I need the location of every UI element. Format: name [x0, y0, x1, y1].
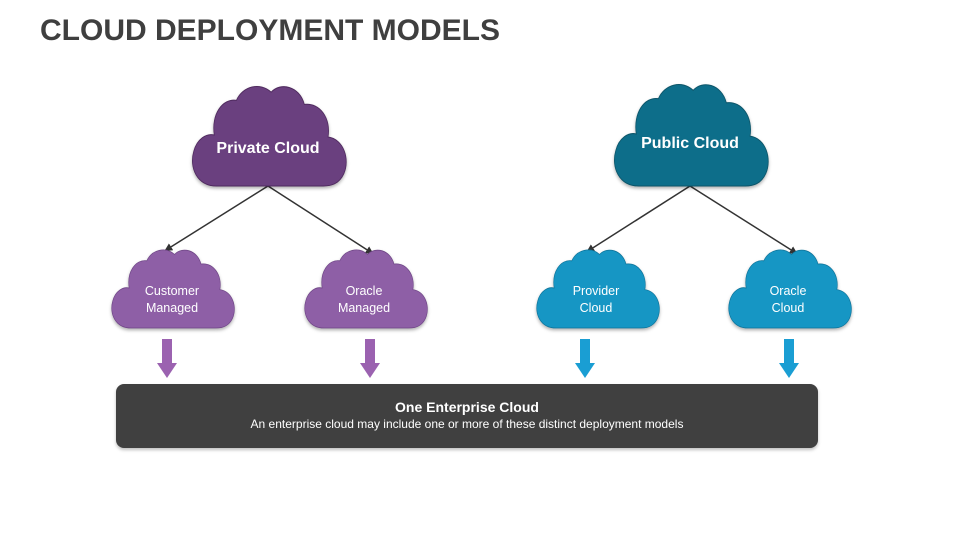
- private-cloud-node: [191, 85, 347, 187]
- customer-managed-line1: Customer: [145, 284, 199, 298]
- enterprise-cloud-subtitle: An enterprise cloud may include one or m…: [250, 417, 684, 431]
- oracle-cloud-line1: Oracle: [770, 284, 807, 298]
- customer-managed-line2: Managed: [146, 301, 198, 315]
- down-arrow-provider-cloud: [575, 339, 595, 378]
- oracle-managed-line2: Managed: [338, 301, 390, 315]
- private-cloud-label: Private Cloud: [216, 140, 319, 157]
- enterprise-cloud-bar: One Enterprise Cloud An enterprise cloud…: [116, 384, 818, 448]
- provider-cloud-line2: Cloud: [580, 301, 613, 315]
- public-cloud-label: Public Cloud: [641, 135, 739, 152]
- down-arrow-oracle-cloud: [779, 339, 799, 378]
- connector-private-customer: [164, 185, 269, 252]
- connector-public-provider: [586, 185, 691, 253]
- slide-title: CLOUD DEPLOYMENT MODELS: [40, 14, 501, 47]
- down-arrow-oracle-managed: [360, 339, 380, 378]
- oracle-managed-line1: Oracle: [346, 284, 383, 298]
- down-arrow-customer-managed: [157, 339, 177, 378]
- oracle-cloud-line2: Cloud: [772, 301, 805, 315]
- provider-cloud-line1: Provider: [573, 284, 620, 298]
- connectors: [164, 185, 798, 255]
- connector-private-oracle: [267, 185, 374, 255]
- connector-public-oracle: [689, 185, 798, 255]
- enterprise-cloud-title: One Enterprise Cloud: [395, 399, 539, 415]
